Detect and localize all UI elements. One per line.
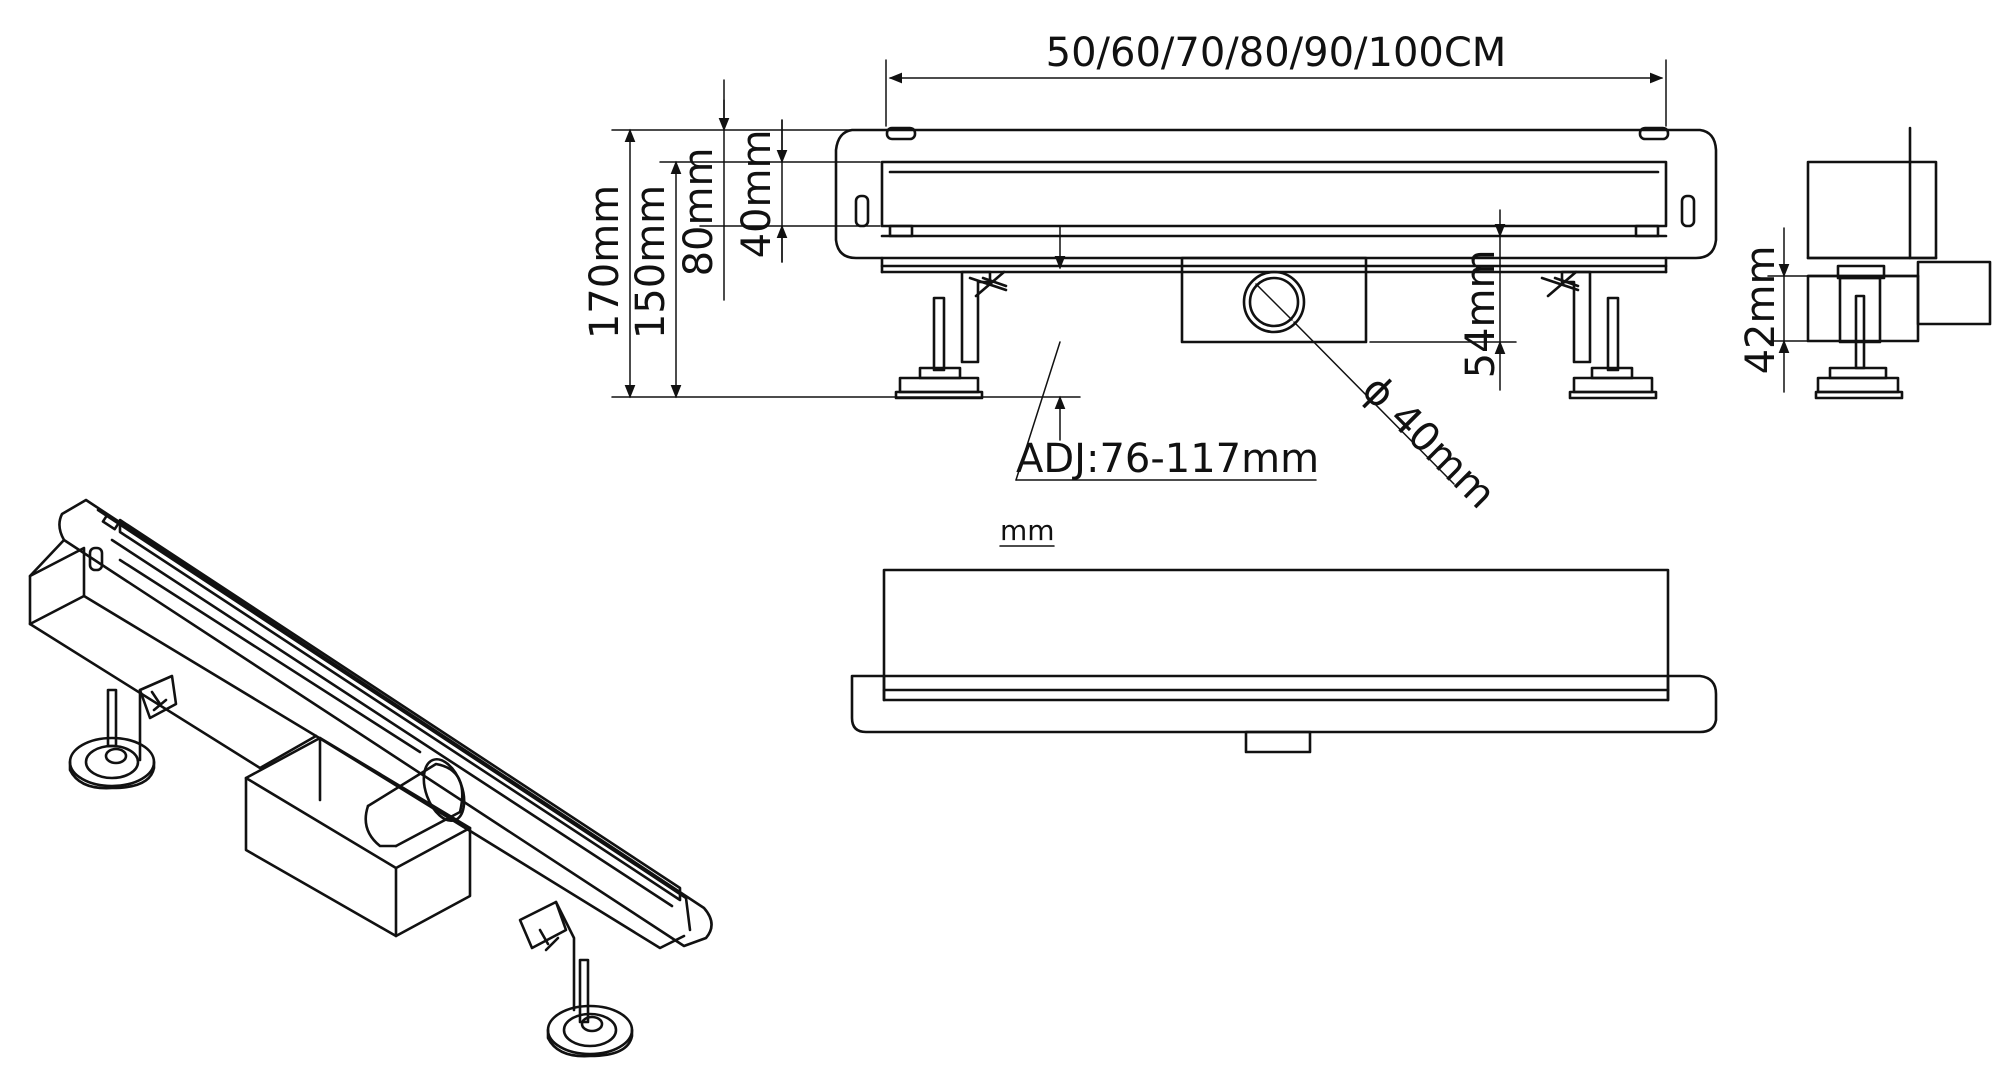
- front-elevation-view: 50/60/70/80/90/100CM 170mm 150mm 80mm 40…: [582, 30, 1718, 518]
- side-elevation-view: 42mm: [1738, 126, 1992, 400]
- channel-height-label: 80mm: [676, 148, 722, 277]
- isometric-view: [28, 498, 713, 1058]
- side-height-label: 42mm: [1738, 246, 1784, 375]
- body-height-label: 150mm: [628, 185, 674, 339]
- overall-height-label: 170mm: [582, 185, 628, 339]
- length-dimension-label: 50/60/70/80/90/100CM: [1046, 30, 1507, 76]
- grate-height-label: 40mm: [734, 130, 780, 259]
- outlet-diameter-label: ϕ 40mm: [1353, 367, 1504, 518]
- outlet-height-label: 54mm: [1458, 250, 1504, 379]
- top-view: mm: [850, 514, 1718, 754]
- top-view-unit-label: mm: [1000, 514, 1055, 547]
- adjustment-label: ADJ:76-117mm: [1016, 436, 1319, 482]
